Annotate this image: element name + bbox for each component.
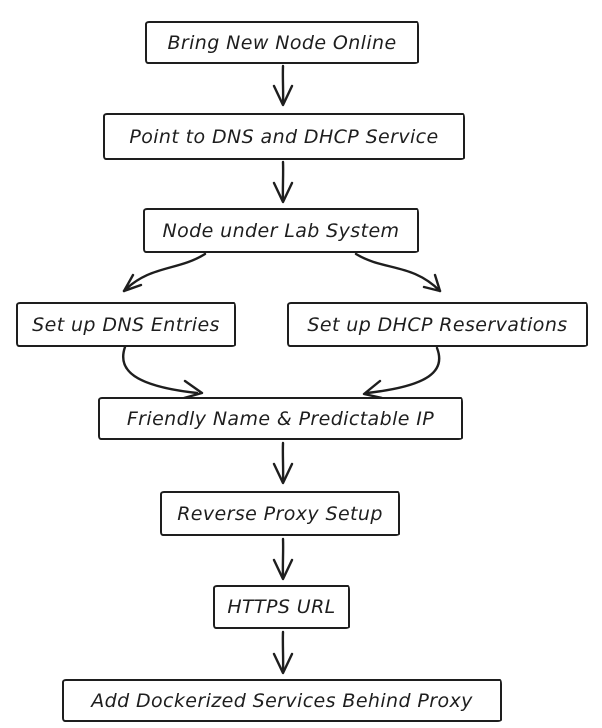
node-label: Reverse Proxy Setup: [177, 502, 383, 525]
node-label: Node under Lab System: [162, 219, 400, 242]
arrow-https-url-to-add-dockerized-services: [272, 630, 294, 675]
node-label: Set up DNS Entries: [32, 313, 220, 336]
flow-node-set-up-dhcp-reservations: Set up DHCP Reservations: [287, 302, 588, 347]
node-label: Set up DHCP Reservations: [307, 313, 568, 336]
arrow-shaft: [365, 346, 441, 395]
arrow-reverse-proxy-to-https-url: [272, 537, 294, 581]
node-label: HTTPS URL: [227, 596, 336, 618]
arrowhead-icon: [122, 273, 143, 293]
arrow-shaft: [122, 252, 207, 293]
arrowhead-icon: [272, 652, 294, 675]
flow-node-add-dockerized-services-behind-proxy: Add Dockerized Services Behind Proxy: [62, 679, 502, 722]
node-label: Add Dockerized Services Behind Proxy: [91, 689, 473, 712]
arrowhead-icon: [362, 379, 384, 400]
node-label: Point to DNS and DHCP Service: [129, 125, 439, 148]
node-label: Bring New Node Online: [167, 31, 397, 54]
node-label: Friendly Name & Predictable IP: [126, 407, 435, 430]
arrow-node-under-lab-to-set-up-dns: [122, 252, 207, 293]
arrowhead-icon: [422, 273, 442, 293]
arrowhead-icon: [272, 84, 294, 107]
arrowhead-icon: [272, 462, 294, 485]
arrowhead-icon: [182, 379, 204, 400]
flow-node-node-under-lab-system: Node under Lab System: [143, 208, 419, 253]
arrow-node-under-lab-to-set-up-dhcp: [354, 252, 442, 293]
arrow-set-up-dhcp-to-friendly-name: [362, 346, 441, 400]
arrow-shaft: [122, 345, 199, 395]
arrow-shaft: [354, 252, 442, 293]
arrow-friendly-name-to-reverse-proxy: [272, 441, 294, 485]
flow-node-point-to-dns-and-dhcp-service: Point to DNS and DHCP Service: [103, 113, 465, 160]
arrowhead-icon: [272, 181, 294, 204]
flow-node-bring-new-node-online: Bring New Node Online: [145, 21, 419, 64]
arrow-point-to-dns-to-node-under-lab: [272, 160, 294, 204]
arrowhead-icon: [272, 558, 294, 581]
flow-node-set-up-dns-entries: Set up DNS Entries: [16, 302, 236, 347]
flow-node-https-url: HTTPS URL: [213, 585, 350, 629]
flow-node-reverse-proxy-setup: Reverse Proxy Setup: [160, 491, 400, 536]
arrow-set-up-dns-to-friendly-name: [122, 345, 204, 400]
flow-node-friendly-name-and-predictable-ip: Friendly Name & Predictable IP: [98, 397, 463, 440]
arrow-bring-new-node-online-to-point-to-dns: [272, 64, 294, 107]
